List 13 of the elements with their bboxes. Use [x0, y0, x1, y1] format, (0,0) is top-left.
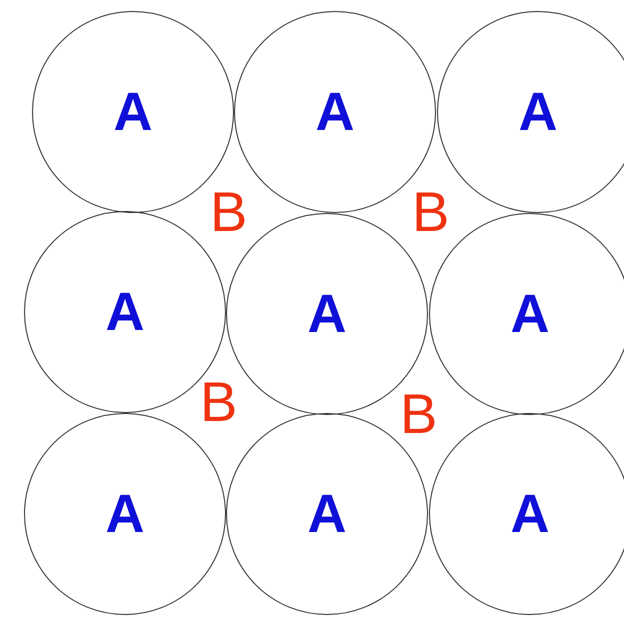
letter-label: A [106, 285, 144, 339]
letter-label: A [106, 487, 144, 541]
letter-label: B [210, 184, 248, 240]
letter-label: A [308, 287, 346, 341]
letter-label: B [200, 374, 238, 430]
letter-label: A [114, 85, 152, 139]
letter-label: A [510, 287, 550, 341]
letter-label: A [510, 487, 550, 541]
letter-label: A [308, 487, 346, 541]
letter-label: B [400, 386, 438, 442]
letter-label: B [412, 184, 450, 240]
letter-label: A [518, 85, 558, 139]
letter-label: A [316, 85, 354, 139]
